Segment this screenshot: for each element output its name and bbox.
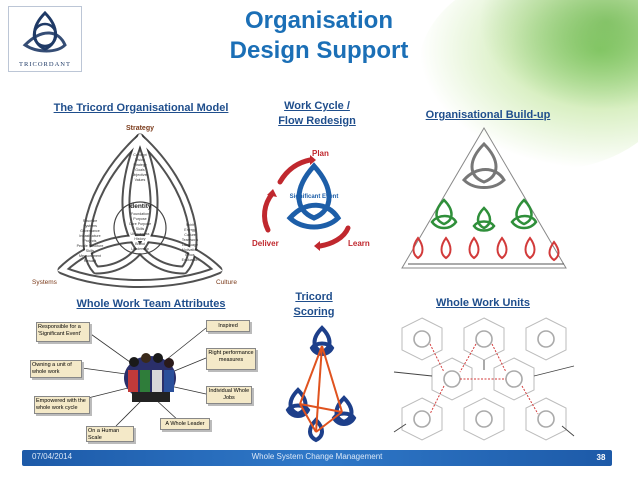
team-huddle-figure (124, 353, 176, 402)
tricordant-logo: TRICORDANT (8, 6, 82, 72)
model-strategy-label: Strategy (126, 125, 154, 132)
triquetra-icon (22, 10, 67, 53)
culture-item: Ethos (185, 253, 194, 257)
identity-item: Brand (135, 242, 145, 246)
identity-circle (113, 201, 167, 255)
attribute-box: Individual Whole Jobs (206, 386, 252, 404)
systems-item: Infrastructure (79, 234, 100, 238)
systems-item: People Structure (77, 244, 104, 248)
culture-item: Culture (184, 233, 196, 237)
attribute-box: Inspired (206, 320, 250, 332)
culture-item: Motivation (182, 248, 198, 252)
title-line-2: Design Support (229, 37, 409, 64)
organisational-buildup-diagram (401, 127, 567, 269)
attribute-box: Empowered with the whole work cycle (34, 396, 90, 414)
page-number: 38 (596, 453, 606, 462)
attribute-box: A Whole Leader (160, 418, 210, 430)
label-work-cycle-line2: Flow Redesign (278, 115, 356, 127)
cycle-center-label: Significant Event (290, 194, 339, 200)
cycle-deliver-label: Deliver (252, 239, 279, 248)
systems-item: Projects (84, 239, 97, 243)
green-glow-decoration-accent (478, 0, 638, 110)
attribute-box: On a Human Scale (86, 426, 134, 442)
page-title: Organisation Design Support (200, 6, 438, 66)
identity-item: Uniqueness (131, 232, 150, 236)
strategy-item: Objectives (132, 173, 149, 177)
label-tricord-scoring-line1: Tricord (295, 291, 333, 303)
systems-item: Measurement (79, 254, 101, 258)
strategy-item: Strategy (133, 163, 147, 167)
label-tricord-scoring-line2: Scoring (293, 306, 335, 318)
strategy-item: Concept (133, 153, 146, 157)
strategy-item: Goals (135, 168, 145, 172)
identity-item: History (134, 237, 145, 241)
team-attributes-connectors (81, 327, 207, 427)
culture-item: Spirit (186, 223, 194, 227)
model-systems-label: Systems (32, 279, 58, 286)
cycle-plan-label: Plan (312, 149, 329, 158)
systems-item: Governance (80, 229, 100, 233)
identity-item: Purpose (133, 217, 146, 221)
attribute-box: Owning a unit of whole work (30, 360, 82, 378)
identity-item: Skills (136, 227, 145, 231)
label-tricord-model: The Tricord Organisational Model (53, 102, 229, 114)
footer-date: 07/04/2014 (32, 452, 73, 461)
systems-item: Skills (86, 249, 95, 253)
model-culture-label: Culture (216, 279, 237, 286)
team-attributes-diagram: Responsible for a 'Significant Event' Ow… (30, 318, 268, 444)
identity-item: Leadership (131, 247, 149, 251)
culture-item: Evaluation (182, 258, 199, 262)
attribute-box: Right performance measures (206, 348, 256, 370)
work-cycle-diagram: Significant Event Plan Deliver Learn (252, 149, 370, 251)
title-line-1: Organisation (244, 7, 394, 34)
tricord-scoring-diagram (285, 325, 357, 443)
label-tricord-scoring: Tricord Scoring (284, 290, 344, 320)
label-whole-work-units: Whole Work Units (436, 297, 530, 309)
strategy-item: Values (135, 178, 146, 182)
culture-item: Language (182, 243, 198, 247)
identity-item: Core Purpose (129, 222, 151, 226)
attribute-box: Responsible for a 'Significant Event' (36, 322, 90, 342)
identity-item: Foundation (131, 212, 149, 216)
tricord-model-diagram: Strategy Identity Systems Culture Concep… (32, 125, 237, 288)
label-work-cycle-line1: Work Cycle / (284, 100, 350, 112)
footer-title: Whole System Change Management (251, 452, 383, 461)
label-work-cycle: Work Cycle / Flow Redesign (262, 99, 372, 129)
label-organisational-buildup: Organisational Build-up (425, 109, 551, 121)
logo-wordmark: TRICORDANT (19, 61, 71, 68)
model-identity-label: Identity (128, 203, 151, 210)
systems-item: Structure (83, 219, 98, 223)
footer-bar: 07/04/2014 Whole System Change Managemen… (22, 450, 612, 466)
whole-work-units-diagram (393, 317, 575, 441)
systems-item: Systems (83, 224, 97, 228)
cycle-learn-label: Learn (348, 239, 370, 248)
label-team-attributes: Whole Work Team Attributes (76, 298, 226, 310)
systems-item: Reward (84, 259, 96, 263)
culture-item: Energy (184, 228, 196, 232)
strategy-item: Vision (135, 158, 145, 162)
culture-item: Teamwork (182, 238, 199, 242)
